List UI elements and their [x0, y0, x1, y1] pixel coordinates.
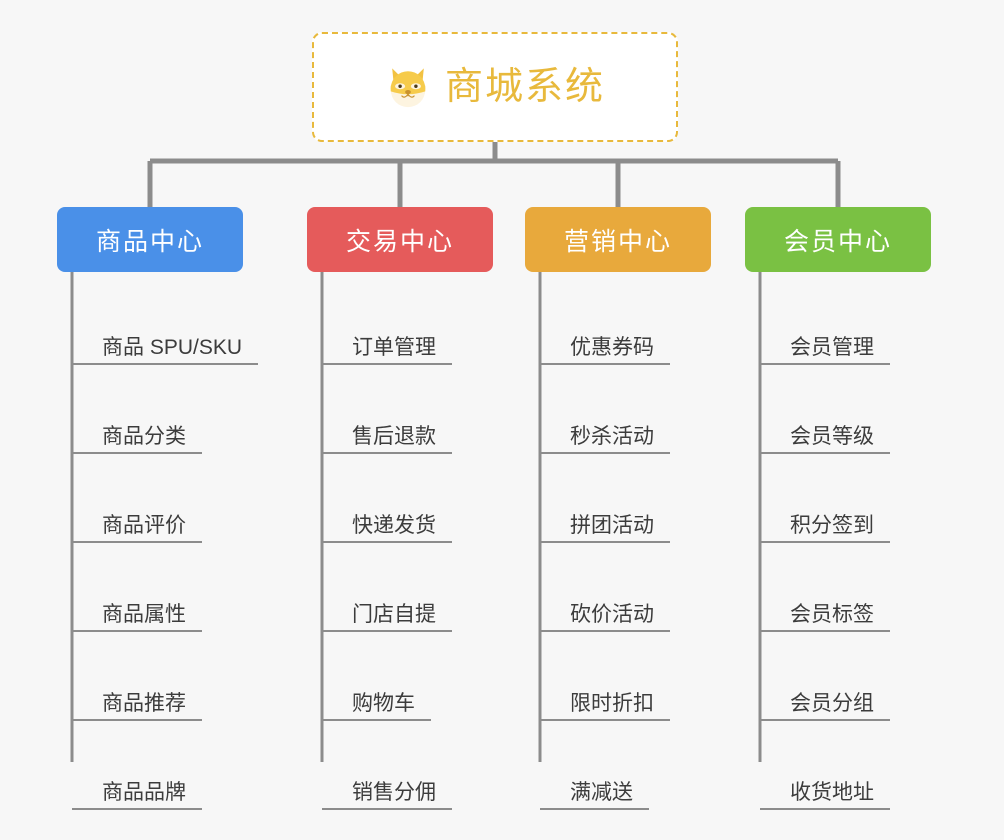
leaf-underline: [540, 808, 649, 810]
leaf-label: 订单管理: [352, 335, 436, 359]
leaf-label: 门店自提: [352, 602, 436, 626]
leaf-label: 砍价活动: [570, 602, 654, 626]
leaf-label: 购物车: [352, 691, 415, 715]
leaf-label: 拼团活动: [570, 513, 654, 537]
leaf-label: 会员管理: [790, 335, 874, 359]
leaf-underline: [72, 808, 202, 810]
leaf-label: 商品评价: [102, 513, 186, 537]
leaf-item[interactable]: 拼团活动: [540, 495, 670, 543]
leaf-item[interactable]: 收货地址: [760, 762, 890, 810]
leaf-label: 商品 SPU/SKU: [102, 335, 243, 359]
leaf-underline: [760, 541, 890, 543]
root-node[interactable]: 商城系统: [312, 32, 678, 142]
leaf-underline: [540, 363, 670, 365]
leaf-label: 收货地址: [790, 780, 874, 804]
leaf-item[interactable]: 满减送: [540, 762, 649, 810]
leaf-underline: [760, 363, 890, 365]
leaf-label: 商品推荐: [102, 691, 186, 715]
leaf-underline: [540, 719, 670, 721]
leaf-underline: [760, 719, 890, 721]
branch-column-3: 营销中心优惠券码秒杀活动拼团活动砍价活动限时折扣满减送: [525, 207, 711, 810]
leaf-label: 售后退款: [352, 424, 436, 448]
branch-column-1: 商品中心商品 SPU/SKU 商品分类商品评价商品属性商品推荐商品品牌: [57, 207, 258, 810]
leaf-item[interactable]: 会员标签: [760, 584, 890, 632]
branch-node-2[interactable]: 交易中心: [307, 207, 493, 272]
leaf-underline: [760, 452, 890, 454]
leaf-underline: [760, 808, 890, 810]
leaf-item[interactable]: 购物车: [322, 673, 431, 721]
branch-node-4[interactable]: 会员中心: [745, 207, 931, 272]
leaf-item[interactable]: 会员管理: [760, 317, 890, 365]
leaf-underline: [72, 541, 202, 543]
leaf-label: 快递发货: [352, 513, 436, 537]
branch-column-2: 交易中心订单管理售后退款快递发货门店自提购物车销售分佣: [307, 207, 493, 810]
leaf-item[interactable]: 积分签到: [760, 495, 890, 543]
leaf-label: 商品分类: [102, 424, 186, 448]
branch-label: 会员中心: [783, 227, 892, 256]
leaf-underline: [540, 452, 670, 454]
leaf-item[interactable]: 会员等级: [760, 406, 890, 454]
leaf-label: 满减送: [570, 780, 633, 804]
leaf-label: 会员等级: [790, 424, 874, 448]
branch-column-4: 会员中心会员管理会员等级积分签到会员标签会员分组收货地址: [745, 207, 931, 810]
leaf-item[interactable]: 秒杀活动: [540, 406, 670, 454]
leaf-underline: [760, 630, 890, 632]
leaf-underline: [72, 630, 202, 632]
leaf-underline: [72, 452, 202, 454]
leaf-label: 秒杀活动: [570, 424, 654, 448]
leaf-item[interactable]: 销售分佣: [322, 762, 452, 810]
leaf-item[interactable]: 商品分类: [72, 406, 202, 454]
leaf-underline: [322, 363, 452, 365]
branch-node-3[interactable]: 营销中心: [525, 207, 711, 272]
leaf-label: 积分签到: [790, 513, 874, 537]
leaf-underline: [72, 719, 202, 721]
leaf-item[interactable]: 门店自提: [322, 584, 452, 632]
branch-node-1[interactable]: 商品中心: [57, 207, 243, 272]
leaf-label: 销售分佣: [352, 780, 436, 804]
leaf-underline: [540, 541, 670, 543]
root-title: 商城系统: [444, 66, 605, 108]
leaf-item[interactable]: 商品评价: [72, 495, 202, 543]
leaf-underline: [322, 719, 431, 721]
leaf-label: 优惠券码: [570, 335, 654, 359]
leaf-underline: [322, 630, 452, 632]
leaf-underline: [322, 808, 452, 810]
leaf-underline: [540, 630, 670, 632]
leaf-label: 会员分组: [790, 691, 874, 715]
leaf-item[interactable]: 商品品牌: [72, 762, 202, 810]
leaf-item[interactable]: 快递发货: [322, 495, 452, 543]
leaf-label: 商品品牌: [102, 780, 186, 804]
leaf-item[interactable]: 售后退款: [322, 406, 452, 454]
branch-label: 交易中心: [345, 227, 454, 256]
shiba-dog-face-icon: [390, 68, 426, 108]
leaf-item[interactable]: 砍价活动: [540, 584, 670, 632]
leaf-label: 限时折扣: [570, 691, 654, 715]
leaf-item[interactable]: 订单管理: [322, 317, 452, 365]
leaf-item[interactable]: 商品推荐: [72, 673, 202, 721]
leaf-item[interactable]: 优惠券码: [540, 317, 670, 365]
leaf-label: 会员标签: [790, 602, 874, 626]
leaf-label: 商品属性: [102, 602, 186, 626]
leaf-underline: [322, 452, 452, 454]
leaf-underline: [322, 541, 452, 543]
leaf-item[interactable]: 商品 SPU/SKU: [72, 317, 258, 365]
leaf-item[interactable]: 商品属性: [72, 584, 202, 632]
leaf-underline: [72, 363, 258, 365]
leaf-item[interactable]: 限时折扣: [540, 673, 670, 721]
leaf-item[interactable]: 会员分组: [760, 673, 890, 721]
branch-label: 商品中心: [95, 227, 204, 256]
branch-label: 营销中心: [563, 227, 672, 256]
